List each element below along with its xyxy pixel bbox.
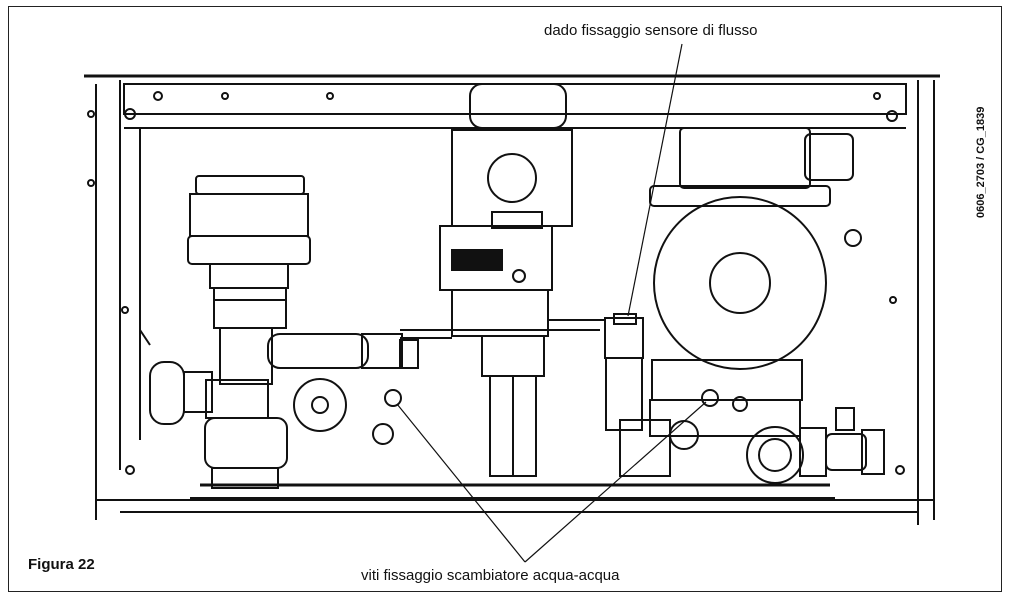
drawing-code: 0606_2703 / CG_1839 bbox=[975, 106, 987, 218]
figure-caption: Figura 22 bbox=[28, 556, 95, 573]
flow-sensor bbox=[604, 313, 644, 431]
chassis-frame bbox=[84, 74, 940, 525]
circulation-pump bbox=[619, 127, 885, 484]
diverter-valve-actuator bbox=[149, 175, 419, 489]
pipes bbox=[139, 319, 606, 346]
exchanger-screws-label: viti fissaggio scambiatore acqua-acqua bbox=[361, 567, 620, 584]
gas-valve bbox=[439, 83, 573, 477]
figure-frame bbox=[8, 6, 1002, 592]
flow-sensor-nut-label: dado fissaggio sensore di flusso bbox=[544, 22, 758, 39]
callout-leaders bbox=[396, 43, 707, 563]
